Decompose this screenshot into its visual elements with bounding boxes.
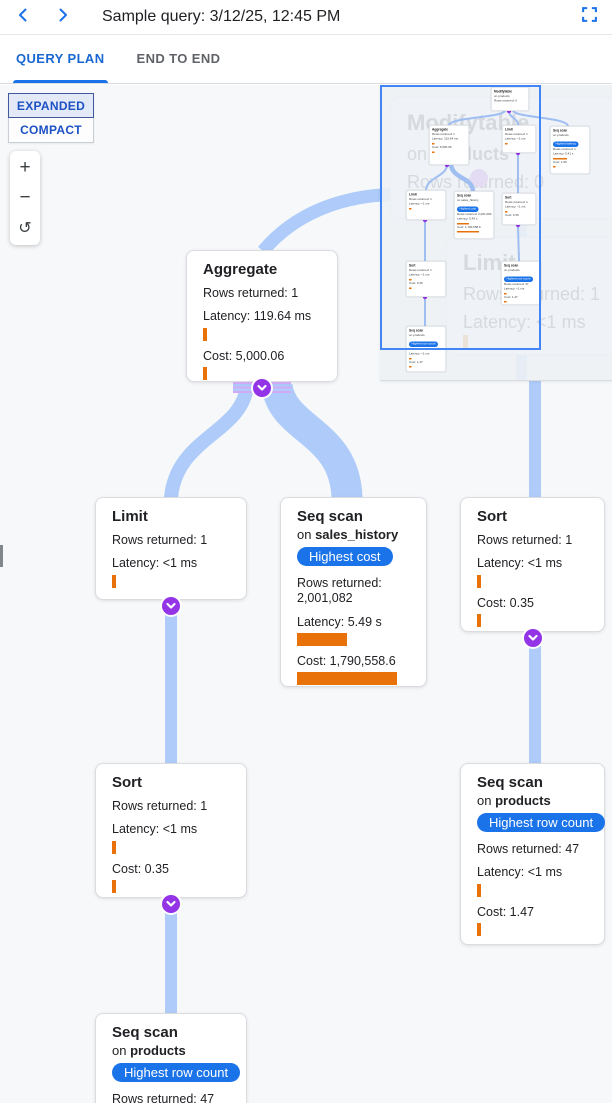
expanded-button[interactable]: EXPANDED xyxy=(8,93,94,118)
plan-node-metric: Latency: <1 ms xyxy=(477,865,588,897)
collapse-stripes xyxy=(233,382,253,393)
plus-icon: + xyxy=(19,157,31,178)
plan-node-metric: Cost: 0.35 xyxy=(477,596,588,627)
plan-node-metric: Latency: <1 ms xyxy=(477,556,588,588)
plan-node-table: on products xyxy=(477,793,551,808)
compact-button[interactable]: COMPACT xyxy=(8,118,94,143)
collapse-stripes xyxy=(271,382,291,393)
zoom-out-button[interactable]: − xyxy=(10,183,40,213)
plan-node-metric: Cost: 1.47 xyxy=(477,905,588,936)
metric-bar xyxy=(477,613,481,627)
chevron-down-icon xyxy=(527,634,538,641)
plan-node-table: on sales_history xyxy=(297,527,399,542)
plan-node-metric: Latency: <1 ms xyxy=(112,556,230,588)
minus-icon: − xyxy=(19,187,31,208)
tab-end-to-end[interactable]: END TO END xyxy=(136,51,221,66)
plan-node-title: Seq scan xyxy=(477,774,543,791)
plan-node-metric: Rows returned: 2,001,082 xyxy=(297,576,382,606)
plan-node-metric: Latency: 5.49 s xyxy=(297,615,410,646)
plan-node-metric: Rows returned: 1 xyxy=(112,533,208,547)
metric-bar xyxy=(297,632,347,646)
back-button[interactable] xyxy=(6,2,40,32)
metric-bar xyxy=(112,840,116,854)
fullscreen-button[interactable] xyxy=(574,2,604,32)
collapse-node-button[interactable] xyxy=(253,379,271,397)
tab-query-plan[interactable]: QUERY PLAN xyxy=(0,35,121,83)
page-title: Sample query: 3/12/25, 12:45 PM xyxy=(102,8,341,25)
metric-bar xyxy=(477,922,481,936)
plan-node-metric: Rows returned: 47 xyxy=(477,842,580,856)
forward-button[interactable] xyxy=(46,2,80,32)
badge-highest-row-count: Highest row count xyxy=(112,1063,241,1082)
minimap-viewport[interactable] xyxy=(380,85,541,350)
reset-icon: ↺ xyxy=(18,220,32,237)
metric-bar xyxy=(203,366,207,380)
chevron-down-icon xyxy=(166,900,176,907)
collapse-node-button[interactable] xyxy=(162,895,180,913)
zoom-controls: + − ↺ xyxy=(10,151,40,245)
plan-node-metric: Rows returned: 1 xyxy=(203,286,299,300)
fullscreen-icon xyxy=(581,7,597,27)
view-mode-toggle: EXPANDED COMPACT xyxy=(8,93,94,143)
metric-bar xyxy=(112,574,116,588)
chevron-down-icon xyxy=(166,602,176,609)
collapse-node-button[interactable] xyxy=(162,597,180,615)
reset-view-button[interactable]: ↺ xyxy=(10,213,40,243)
plan-node-metric: Cost: 0.35 xyxy=(112,862,230,893)
badge-highest-row-count: Highest row count xyxy=(477,813,606,832)
plan-node-table: on products xyxy=(112,1043,186,1058)
chevron-left-icon xyxy=(14,6,32,29)
chevron-down-icon xyxy=(257,384,267,391)
plan-node-title: Sort xyxy=(112,774,142,791)
plan-node-title: Seq scan xyxy=(297,508,363,525)
scroll-indicator[interactable] xyxy=(0,545,3,567)
plan-node-title: Limit xyxy=(112,508,148,525)
metric-bar xyxy=(477,574,481,588)
plan-edges xyxy=(164,188,541,1014)
plan-node-metric: Latency: 119.64 ms xyxy=(203,309,321,341)
metric-bar xyxy=(477,883,481,897)
plan-node-title: Seq scan xyxy=(112,1024,178,1041)
plan-canvas: Modifytable on products Rows returned: 0… xyxy=(0,85,612,1103)
collapse-node-button[interactable] xyxy=(523,629,542,647)
plan-node-metric: Latency: <1 ms xyxy=(112,822,230,854)
plan-node-title: Aggregate xyxy=(203,261,278,278)
metric-bar xyxy=(297,672,397,685)
plan-node-metric: Cost: 5,000.06 xyxy=(203,349,321,380)
plan-node-metric: Rows returned: 47 xyxy=(112,1092,215,1103)
chevron-right-icon xyxy=(54,6,72,29)
tab-bar: QUERY PLAN END TO END xyxy=(0,35,612,84)
metric-bar xyxy=(112,879,116,893)
zoom-in-button[interactable]: + xyxy=(10,153,40,183)
plan-node-title: Sort xyxy=(477,508,507,525)
header-bar: Sample query: 3/12/25, 12:45 PM xyxy=(0,0,612,35)
metric-bar xyxy=(203,327,207,341)
plan-node-metric: Cost: 1,790,558.6 xyxy=(297,654,410,685)
plan-node-metric: Rows returned: 1 xyxy=(112,799,208,813)
plan-node-metric: Rows returned: 1 xyxy=(477,533,573,547)
badge-highest-cost: Highest cost xyxy=(297,547,393,566)
